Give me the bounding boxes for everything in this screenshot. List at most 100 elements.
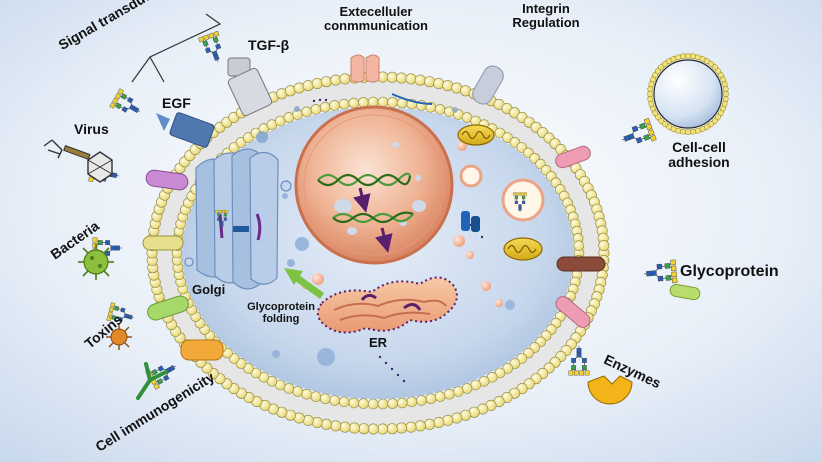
- lipid-head: [718, 110, 724, 116]
- toxin-icon: [106, 324, 132, 350]
- egf-label: EGF: [162, 95, 191, 111]
- lipid-head: [416, 395, 427, 406]
- lipid-head: [319, 393, 331, 405]
- lipid-head: [658, 64, 664, 70]
- lipid-head: [433, 78, 445, 90]
- lipid-head: [652, 72, 658, 78]
- lipid-head: [699, 56, 706, 62]
- secretory-vesicle: [501, 178, 545, 222]
- lipid-head: [650, 76, 656, 83]
- glycan-tree: [106, 302, 135, 322]
- extracellular-line1: Extecelluler: [339, 4, 413, 19]
- golgi-apparatus: [184, 148, 292, 290]
- lipid-head: [509, 358, 521, 369]
- lipid-head: [320, 76, 332, 88]
- cell-cell-adhesion-label: Cell-cell adhesion: [663, 140, 735, 169]
- dna-strands: [317, 172, 414, 253]
- lipid-head: [708, 121, 714, 127]
- glycan-tree: [643, 259, 678, 284]
- lipid-head: [690, 53, 696, 60]
- lipid-tails: [154, 79, 602, 427]
- lipid-head: [387, 97, 398, 108]
- lipid-head: [330, 74, 342, 86]
- lipid-head: [425, 393, 437, 405]
- lipid-head: [293, 82, 305, 94]
- lipid-head: [699, 126, 706, 132]
- lipid-head: [675, 127, 682, 134]
- lipid-head: [311, 416, 323, 428]
- lipid-head: [694, 127, 701, 134]
- lipid-head: [720, 105, 726, 112]
- lipid-head: [302, 414, 314, 426]
- lipid-head: [348, 422, 360, 434]
- lipid-head: [283, 112, 295, 123]
- glycan-chains: [88, 30, 678, 390]
- lipid-head: [424, 418, 436, 430]
- lipid-head: [414, 420, 426, 432]
- lipid-head: [704, 124, 710, 130]
- lipid-head: [243, 363, 254, 374]
- lipid-head: [414, 74, 426, 86]
- bacteria-icon: [78, 244, 114, 280]
- lipid-head: [443, 388, 455, 400]
- lipid-head: [662, 61, 668, 67]
- lipid-head: [442, 414, 454, 426]
- cell-cell-line1: Cell-cell: [672, 139, 726, 155]
- lipid-head: [358, 398, 369, 409]
- lipid-head: [655, 68, 661, 74]
- lipid-head: [694, 54, 701, 61]
- endoplasmic-reticulum: [316, 276, 458, 334]
- lipid-head: [386, 71, 398, 83]
- lipid-head: [339, 421, 351, 433]
- integrin-line1: Integrin: [522, 1, 570, 16]
- lipid-head: [406, 396, 418, 408]
- lipid-head: [377, 398, 389, 410]
- lipid-head: [292, 386, 304, 397]
- lipid-head: [704, 58, 710, 64]
- lipid-head: [320, 418, 332, 430]
- lipid-head: [396, 72, 408, 84]
- lipid-head: [377, 423, 389, 435]
- lipid-head: [461, 383, 473, 394]
- lipid-head: [712, 118, 718, 124]
- lipid-head: [348, 397, 360, 409]
- lipid-head: [452, 386, 464, 397]
- lipid-head: [367, 96, 379, 108]
- glycan-tree: [215, 210, 229, 228]
- integrin-line2: Regulation: [512, 14, 580, 30]
- virus-icon: [43, 139, 113, 183]
- glycan-tree: [109, 88, 141, 113]
- glycan-tree: [513, 192, 527, 212]
- lipid-head: [648, 81, 655, 88]
- lipid-head: [386, 423, 398, 435]
- antibody-icon: [136, 362, 168, 400]
- lipid-head: [712, 64, 718, 70]
- lipid-head: [720, 76, 726, 83]
- lipid-head: [685, 129, 691, 135]
- integrin-regulation-label: Integrin Regulation: [506, 2, 586, 29]
- lipid-head: [715, 68, 721, 74]
- lipid-head: [690, 128, 696, 135]
- lipid-head: [647, 86, 654, 92]
- glycan-tree: [568, 346, 590, 376]
- lipid-head: [301, 388, 313, 400]
- cell-cell-line2: adhesion: [668, 153, 730, 170]
- lipid-head: [650, 105, 656, 112]
- lipid-head: [434, 104, 446, 115]
- tgf-beta-label: TGF-β: [248, 37, 290, 53]
- lipid-head: [319, 102, 331, 113]
- lipid-head: [235, 137, 247, 148]
- glycoprotein-folding-arrow: [284, 268, 325, 299]
- lipid-head: [675, 54, 682, 61]
- lipid-head: [722, 86, 729, 92]
- lipid-head: [451, 412, 463, 424]
- lipid-head: [434, 391, 446, 402]
- virus-label: Virus: [74, 121, 109, 137]
- glycoprotein-label: Glycoprotein: [680, 263, 779, 280]
- signal-bracket: [131, 13, 222, 83]
- lipid-head: [502, 132, 513, 143]
- extracellular-line2: conmmunication: [323, 17, 428, 33]
- lipid-head: [718, 72, 724, 78]
- er-label: ER: [369, 335, 388, 350]
